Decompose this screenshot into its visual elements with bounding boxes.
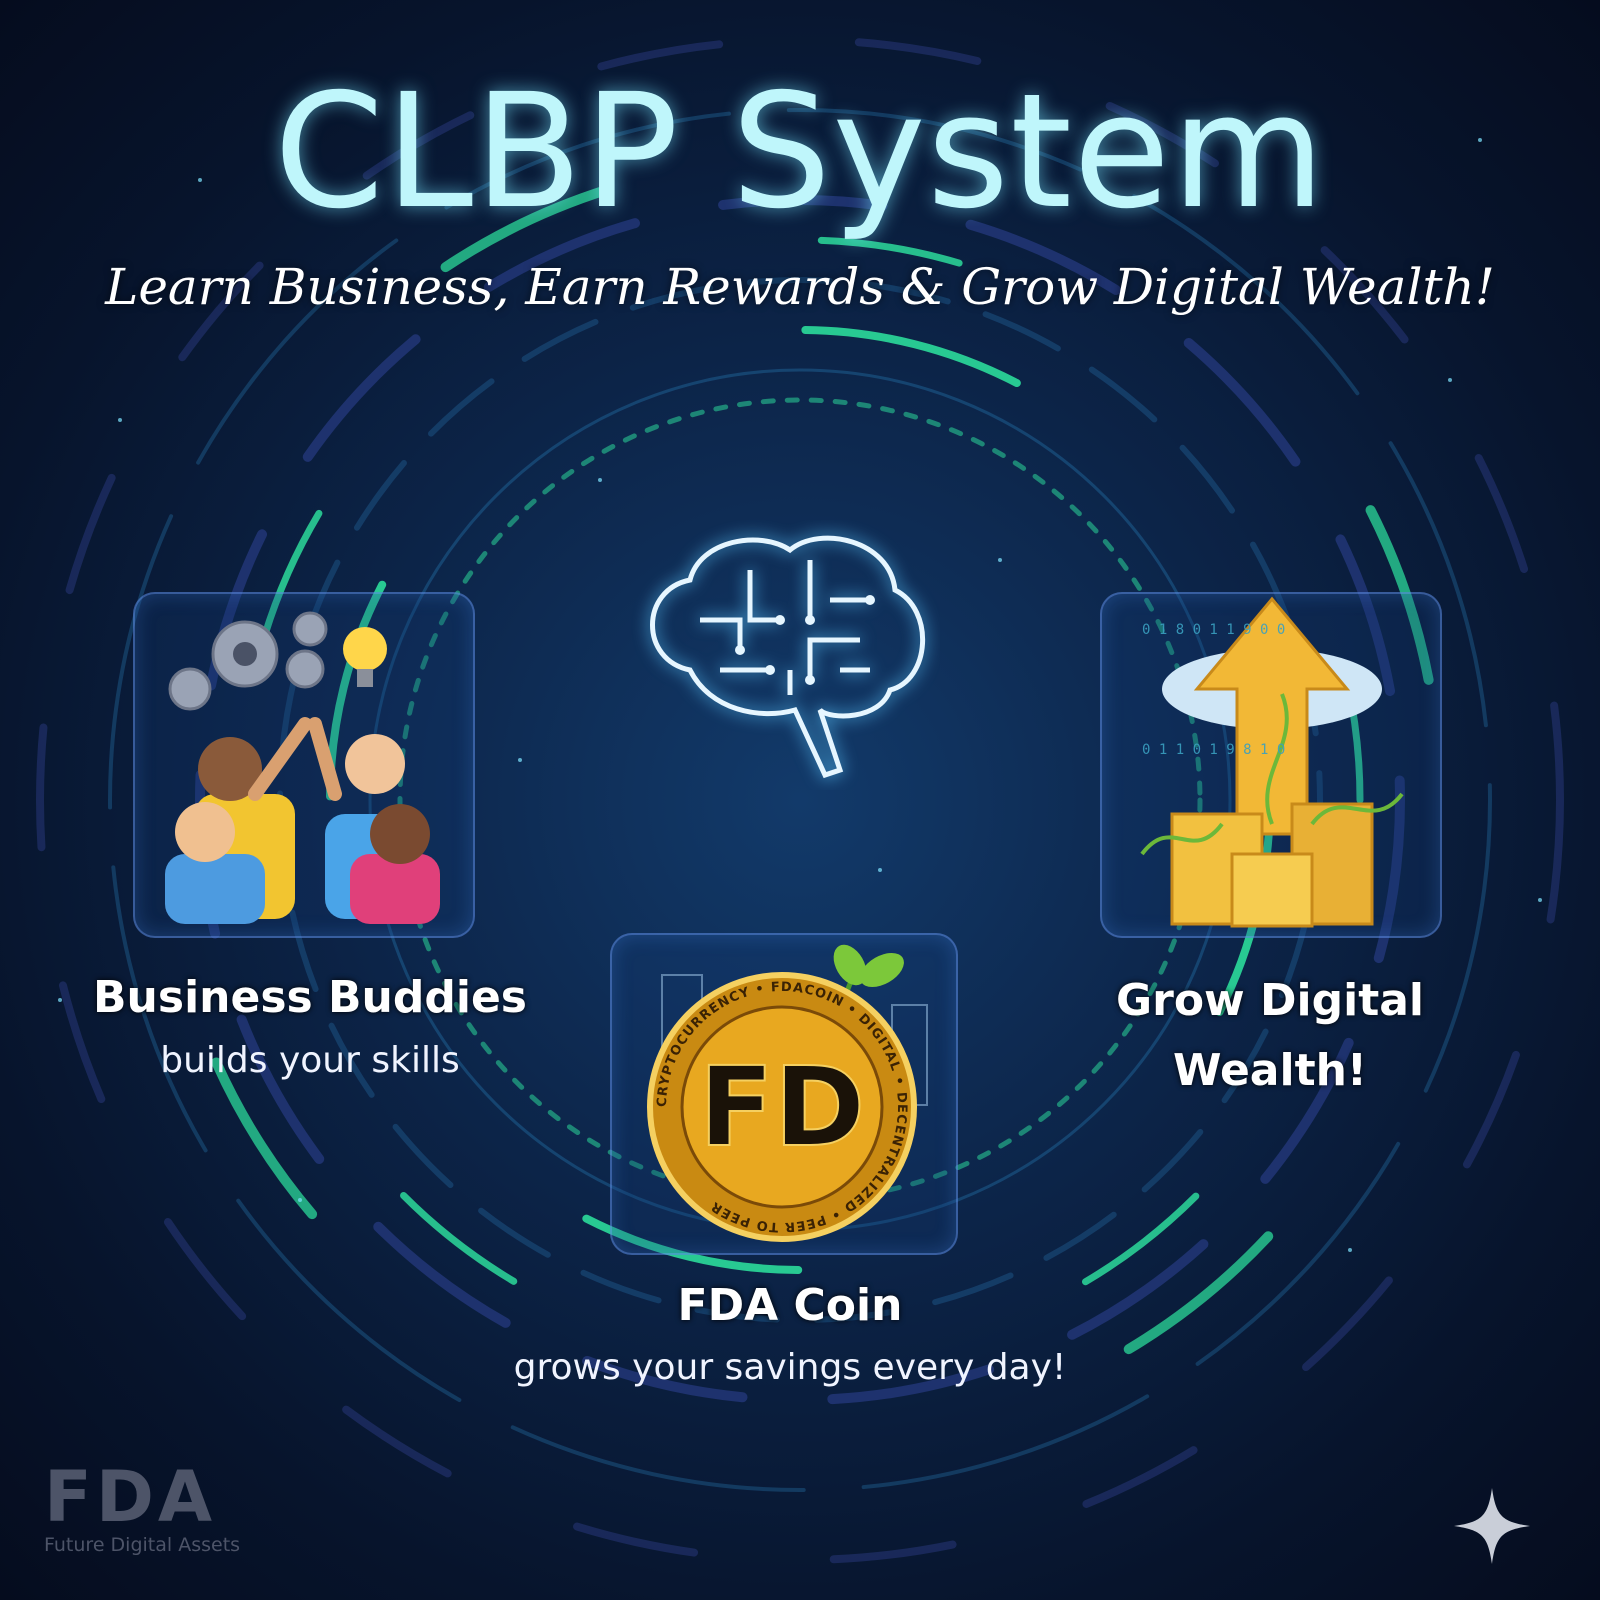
coin-monogram: FD [699,1043,865,1171]
team-high-five-icon [165,611,440,924]
binary-digits: 0 1 8 0 1 1 9 0 0 0 1 1 0 1 9 8 1 0 [1142,622,1285,758]
logo-tagline: Future Digital Assets [44,1534,241,1556]
fda-coin-icon: CRYPTOCURRENCY • FDACOIN • DIGITAL • DEC… [647,944,928,1242]
logo-name: FDA [44,1456,217,1538]
fda-coin-description: grows your savings every day! [513,1347,1067,1388]
brain-circuit-icon [650,535,926,779]
page-title: CLBP System [273,60,1327,244]
grow-wealth-card: 0 1 8 0 1 1 9 0 0 0 1 1 0 1 9 8 1 0 [1100,592,1442,938]
page-subtitle: Learn Business, Earn Rewards & Grow Digi… [105,258,1495,316]
business-buddies-card [133,592,475,938]
grow-wealth-title-line2: Wealth! [1172,1045,1367,1096]
svg-text:0 1 8 0 1 1 9 0 0: 0 1 8 0 1 1 9 0 0 [1142,622,1285,638]
sparkle-icon [1454,1488,1530,1564]
growth-arrow-icon: 0 1 8 0 1 1 9 0 0 0 1 1 0 1 9 8 1 0 [1140,596,1404,928]
fda-coin-card: CRYPTOCURRENCY • FDACOIN • DIGITAL • DEC… [610,933,958,1255]
business-buddies-title: Business Buddies [93,972,527,1023]
fda-logo: FDA Future Digital Assets [44,1462,240,1556]
grow-wealth-title-line1: Grow Digital [1116,975,1424,1026]
fda-coin-title: FDA Coin [677,1280,903,1331]
business-buddies-description: builds your skills [160,1040,460,1081]
svg-text:0 1 1 0 1 9 8 1 0: 0 1 1 0 1 9 8 1 0 [1142,742,1285,758]
